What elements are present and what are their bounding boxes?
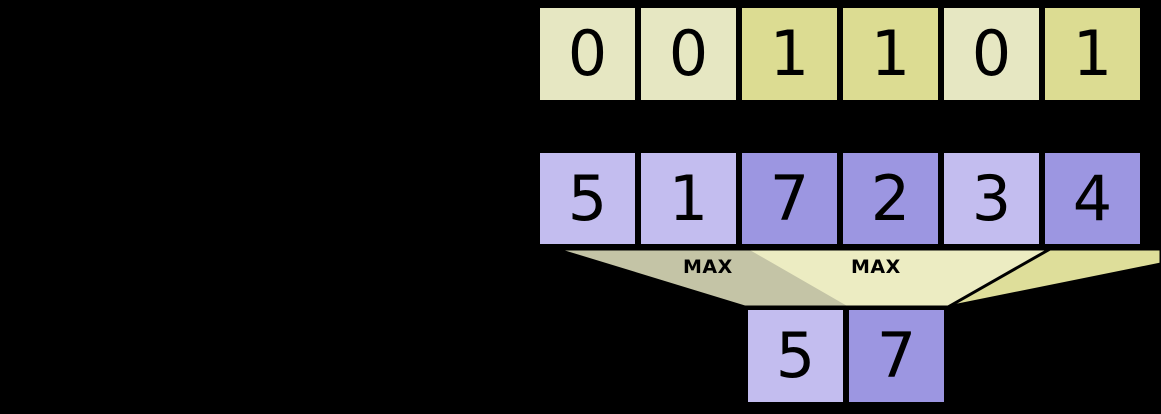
input-cell-0: 5 [537, 150, 638, 247]
max-funnel-left [554, 247, 1056, 309]
mask-cell-0: 0 [537, 5, 638, 103]
output-cell-0: 5 [745, 307, 846, 405]
input-cell-1: 1 [638, 150, 739, 247]
input-cell-5: 4 [1042, 150, 1143, 247]
mask-cell-1: 0 [638, 5, 739, 103]
mask-cell-5: 1 [1042, 5, 1143, 103]
max-label-right: MAX [851, 256, 901, 278]
mask-cell-3: 1 [840, 5, 941, 103]
input-cell-2: 7 [739, 150, 840, 247]
input-cell-4: 3 [941, 150, 1042, 247]
output-cell-1: 7 [846, 307, 947, 405]
mask-cell-4: 0 [941, 5, 1042, 103]
mask-cell-2: 1 [739, 5, 840, 103]
input-cell-3: 2 [840, 150, 941, 247]
max-label-left: MAX [683, 256, 733, 278]
